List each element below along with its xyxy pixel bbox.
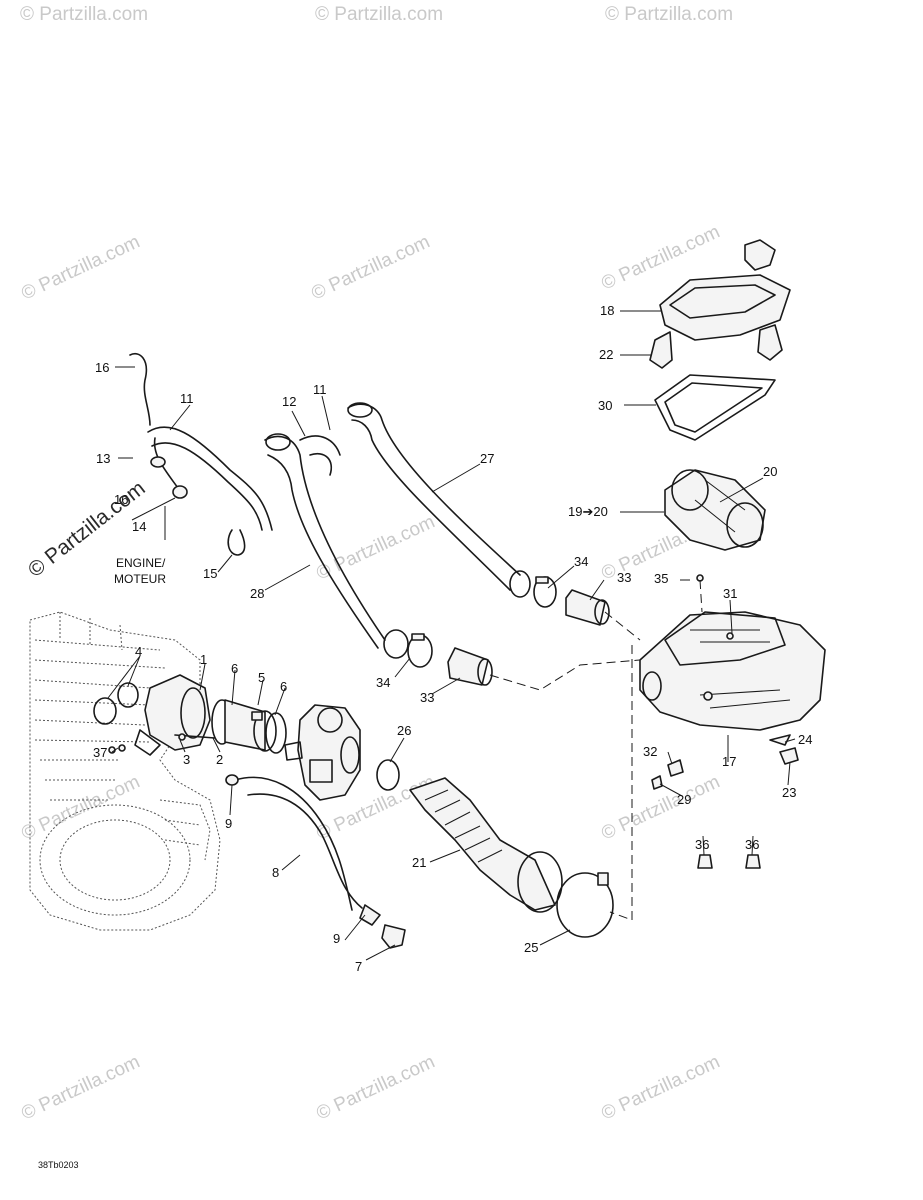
callout-36: 36 [695,837,709,852]
callout-5: 5 [258,670,265,685]
engine-label: ENGINE/ MOTEUR [114,556,166,586]
callout-9: 9 [225,816,232,831]
assembly-lines [489,579,703,921]
callout-25: 25 [524,940,538,955]
watermark: © Partzilla.com [308,231,433,304]
gasket-30 [654,374,776,441]
callout-11: 11 [180,391,194,406]
callout-34: 34 [574,554,588,569]
leader-lines [107,310,796,961]
callout-34: 34 [376,675,390,690]
watermark: © Partzilla.com [313,1051,438,1124]
callout-20: 20 [763,464,777,479]
watermark: © Partzilla.com [605,4,733,25]
callout-8: 8 [272,865,279,880]
callout-33: 33 [617,570,631,585]
callout-37: 37 [93,745,107,760]
callout-21: 21 [412,855,426,870]
callout-12: 12 [282,394,296,409]
airbox-cover-18 [649,239,791,369]
callout-30: 30 [598,398,612,413]
callout-29: 29 [677,792,691,807]
callout-35: 35 [654,571,668,586]
air-boot-21 [376,759,614,938]
callout-6: 6 [280,679,287,694]
callout-16: 16 [114,492,128,507]
airbox-hardware [651,734,799,869]
callout-labels: 1 2 3 4 5 6 6 7 8 9 9 11 11 12 13 14 15 … [93,303,812,974]
callout-22: 22 [599,347,613,362]
callout-27: 27 [480,451,494,466]
carburetor [284,704,361,801]
watermark: © Partzilla.com [313,511,438,584]
callout-18: 18 [600,303,614,318]
callout-7: 7 [355,959,362,974]
callout-9: 9 [333,931,340,946]
callout-31: 31 [723,586,737,601]
watermark: © Partzilla.com [598,1051,723,1124]
callout-16: 16 [95,360,109,375]
carb-clamps-and-sleeve [211,699,287,754]
watermark: © Partzilla.com [315,4,443,25]
tube-28 [264,433,409,659]
callout-19-to-20: 19➔20 [568,504,608,519]
callout-15: 15 [203,566,217,581]
callout-32: 32 [643,744,657,759]
watermark: © Partzilla.com [18,1051,143,1124]
callout-23: 23 [782,785,796,800]
tube-27 [347,402,531,598]
callout-13: 13 [96,451,110,466]
callout-1: 1 [200,652,207,667]
watermark: © Partzilla.com [20,4,148,25]
engine-label-line1: ENGINE/ [116,556,166,570]
intake-adapter [134,674,216,756]
callout-14: 14 [132,519,146,534]
diagram-reference-code: 38Tb0203 [38,1160,79,1170]
engine-label-line2: MOTEUR [114,572,166,586]
callout-11: 11 [313,382,327,397]
breather-tube-11 [129,353,273,556]
air-filter-20 [664,469,766,551]
clamps-and-sleeves [407,576,610,686]
callout-3: 3 [183,752,190,767]
callout-24: 24 [798,732,812,747]
callout-17: 17 [722,754,736,769]
callout-4: 4 [135,644,142,659]
watermark: © Partzilla.com [18,771,143,844]
engine-block-drawing [29,611,221,931]
callout-2: 2 [216,752,223,767]
callout-36: 36 [745,837,759,852]
watermark: © Partzilla.com [18,231,143,304]
callout-28: 28 [250,586,264,601]
callout-26: 26 [397,723,411,738]
callout-33: 33 [420,690,434,705]
callout-6: 6 [231,661,238,676]
